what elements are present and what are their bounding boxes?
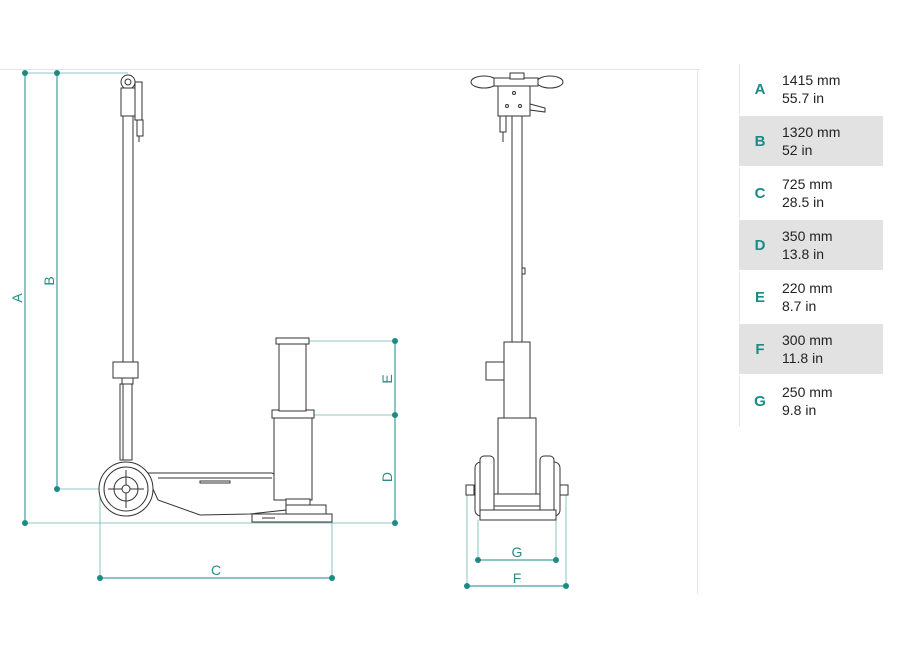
spec-value: 250 mm 9.8 in (780, 375, 883, 428)
dimension-points (22, 70, 569, 589)
spec-imperial: 13.8 in (782, 246, 825, 262)
spec-imperial: 52 in (782, 142, 813, 158)
jack-front-view (465, 72, 569, 521)
spec-letter: D (739, 219, 780, 272)
spec-letter: E (739, 271, 780, 324)
dim-label-b: B (41, 276, 57, 285)
dimension-lines (24, 73, 566, 587)
spec-metric: 250 mm (782, 384, 833, 400)
dim-label-a: A (9, 293, 25, 303)
jack-side-view (98, 74, 333, 523)
spec-row: F 300 mm 11.8 in (739, 323, 883, 376)
dimension-spec-table: A 1415 mm 55.7 in B 1320 mm 52 in C 725 mm… (739, 64, 883, 428)
spec-value: 350 mm 13.8 in (780, 219, 883, 272)
spec-letter: A (739, 64, 780, 116)
dim-label-g: G (512, 544, 523, 560)
spec-imperial: 8.7 in (782, 298, 817, 314)
spec-metric: 220 mm (782, 280, 833, 296)
frame-top-line (0, 69, 700, 70)
spec-letter: B (739, 115, 780, 168)
frame-divider-line (697, 69, 698, 594)
spec-imperial: 28.5 in (782, 194, 825, 210)
spec-value: 300 mm 11.8 in (780, 323, 883, 376)
spec-metric: 300 mm (782, 332, 833, 348)
dim-label-d: D (379, 472, 395, 482)
spec-row: C 725 mm 28.5 in (739, 167, 883, 220)
spec-value: 220 mm 8.7 in (780, 271, 883, 324)
spec-row: E 220 mm 8.7 in (739, 271, 883, 324)
spec-metric: 350 mm (782, 228, 833, 244)
spec-row: D 350 mm 13.8 in (739, 219, 883, 272)
spec-letter: F (739, 323, 780, 376)
spec-metric: 1415 mm (782, 72, 841, 88)
spec-value: 1320 mm 52 in (780, 115, 883, 168)
spec-letter: G (739, 375, 780, 428)
dim-label-c: C (211, 562, 221, 578)
spec-letter: C (739, 167, 780, 220)
dim-label-e: E (379, 374, 395, 383)
spec-metric: 725 mm (782, 176, 833, 192)
spec-row: G 250 mm 9.8 in (739, 375, 883, 428)
spec-value: 1415 mm 55.7 in (780, 64, 883, 116)
spec-row: B 1320 mm 52 in (739, 115, 883, 168)
spec-imperial: 11.8 in (782, 350, 823, 366)
spec-metric: 1320 mm (782, 124, 841, 140)
spec-imperial: 55.7 in (782, 90, 825, 106)
spec-value: 725 mm 28.5 in (780, 167, 883, 220)
spec-imperial: 9.8 in (782, 402, 817, 418)
dim-label-f: F (513, 570, 522, 586)
spec-row: A 1415 mm 55.7 in (739, 64, 883, 116)
